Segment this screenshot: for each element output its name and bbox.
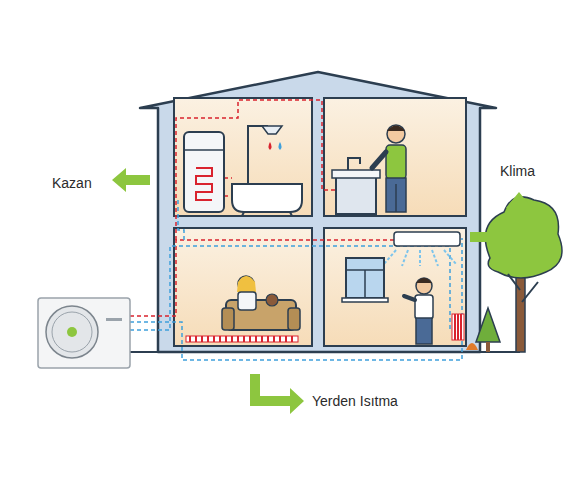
tree-part xyxy=(508,274,538,302)
outdoor-unit-part xyxy=(52,312,92,352)
callout-label: Kazan xyxy=(52,174,92,192)
house-part xyxy=(140,72,496,352)
window-part xyxy=(342,298,388,302)
person-man-part xyxy=(395,184,397,212)
sofa xyxy=(222,276,300,330)
pipes-part xyxy=(130,246,450,330)
bathtub-part xyxy=(262,126,282,134)
boiler-tank-part xyxy=(196,168,212,200)
bathtub-part xyxy=(269,142,272,150)
callout-label: Klima xyxy=(500,162,535,180)
floor-heating-part xyxy=(186,336,298,342)
tree-part xyxy=(486,342,490,352)
pipes xyxy=(130,100,462,360)
bathtub-part xyxy=(290,212,292,216)
pointer-arrow-part xyxy=(112,168,150,192)
bathtub-part xyxy=(279,142,282,150)
window xyxy=(342,258,388,302)
person-boy-part xyxy=(404,296,415,300)
person-boy-part xyxy=(415,295,433,319)
sofa-part xyxy=(266,294,278,306)
house xyxy=(120,72,520,352)
person-man-part xyxy=(387,125,405,143)
air-conditioner xyxy=(384,232,460,266)
outdoor-unit-part xyxy=(106,318,122,321)
person-man xyxy=(372,125,406,212)
person-boy xyxy=(404,278,433,344)
outdoor-unit-part xyxy=(38,298,130,368)
house-part xyxy=(120,351,520,353)
sofa-part xyxy=(226,300,296,330)
boiler-tank xyxy=(184,132,224,212)
sofa-part xyxy=(237,276,256,292)
air-conditioner-part xyxy=(384,250,456,266)
boiler-tank-part xyxy=(184,132,224,212)
kitchen-sink-part xyxy=(332,170,380,178)
window-part xyxy=(364,270,366,298)
kitchen-sink-part xyxy=(336,176,376,214)
person-man-part xyxy=(386,145,406,179)
radiator xyxy=(452,314,464,340)
window-part xyxy=(346,258,384,298)
tree-part xyxy=(466,343,478,350)
radiator-part xyxy=(452,314,464,340)
radiator-part xyxy=(455,314,461,340)
sofa-part xyxy=(288,308,300,330)
floor-heating-part xyxy=(190,336,292,342)
person-boy-part xyxy=(416,278,432,294)
outdoor-unit-part xyxy=(46,306,98,358)
bathtub-part xyxy=(242,212,244,216)
bathtub-part xyxy=(232,184,302,212)
outdoor-unit xyxy=(38,298,130,368)
house-part xyxy=(324,98,466,216)
kitchen-sink-part xyxy=(348,158,360,170)
pipes-part xyxy=(130,238,462,360)
bathtub-part xyxy=(248,126,268,184)
house-part xyxy=(324,228,466,346)
person-boy-part xyxy=(416,318,432,344)
tree-part xyxy=(516,266,525,352)
sofa-part xyxy=(238,292,256,310)
pointer-arrow-part xyxy=(250,374,304,414)
person-man-part xyxy=(372,152,386,168)
pipes-part xyxy=(176,100,338,240)
callout-label: Yerden Isıtma xyxy=(312,392,398,410)
outdoor-unit-part xyxy=(67,327,77,337)
person-man-part xyxy=(387,126,405,132)
air-conditioner-part xyxy=(394,232,460,246)
tree-part xyxy=(476,308,500,342)
person-boy-part xyxy=(416,278,432,283)
pointer-arrow-part xyxy=(470,192,532,242)
pointer-arrow xyxy=(112,168,532,414)
sofa-part xyxy=(222,308,234,330)
floor-heating xyxy=(186,336,298,342)
boiler-tank-part xyxy=(184,149,224,151)
person-man-part xyxy=(386,178,406,212)
house-part xyxy=(174,98,312,216)
bathtub xyxy=(232,126,302,216)
